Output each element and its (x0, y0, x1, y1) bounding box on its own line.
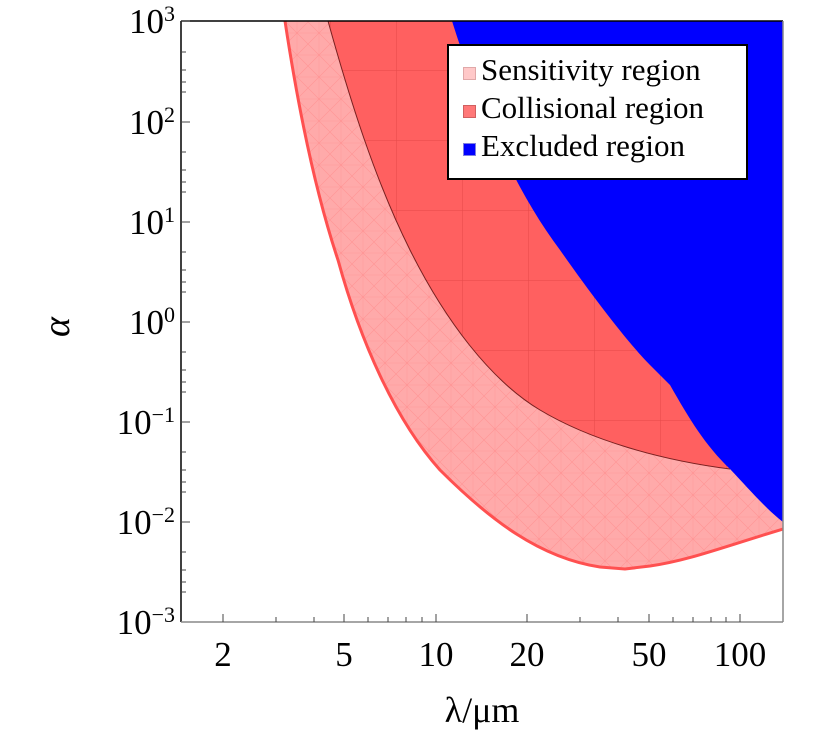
legend-label: Sensitivity region (481, 52, 701, 87)
x-tick-label: 20 (509, 635, 545, 674)
legend-swatch-collisional (463, 104, 476, 118)
y-tick-label: 101 (129, 202, 175, 242)
x-tick-label: 50 (631, 635, 667, 674)
x-tick-label: 100 (713, 635, 767, 674)
legend-item-collisional: Collisional region (463, 89, 704, 127)
legend-label: Collisional region (481, 90, 705, 125)
x-axis-label: λ/μm (444, 690, 520, 730)
x-tick-label: 2 (214, 635, 232, 674)
y-tick-label: 10−3 (116, 602, 175, 642)
x-tick-label: 5 (335, 635, 353, 674)
legend-item-excluded: Excluded region (463, 127, 685, 165)
x-axis-ticks (222, 614, 741, 622)
legend-label: Excluded region (481, 128, 686, 163)
legend: Sensitivity region Collisional region Ex… (447, 44, 748, 180)
y-tick-label: 10−2 (116, 502, 175, 542)
y-axis-ticks (181, 20, 190, 593)
y-tick-label: 100 (129, 302, 175, 342)
sensitivity-boundary (283, 21, 783, 571)
y-tick-label: 102 (129, 102, 175, 142)
x-tick-label: 10 (418, 635, 454, 674)
y-tick-label: 103 (129, 1, 175, 41)
y-tick-label: 10−1 (116, 402, 175, 442)
legend-swatch-sensitivity (463, 66, 476, 80)
y-axis-label: α (35, 317, 78, 337)
legend-item-sensitivity: Sensitivity region (463, 51, 701, 89)
legend-swatch-excluded (463, 142, 476, 156)
